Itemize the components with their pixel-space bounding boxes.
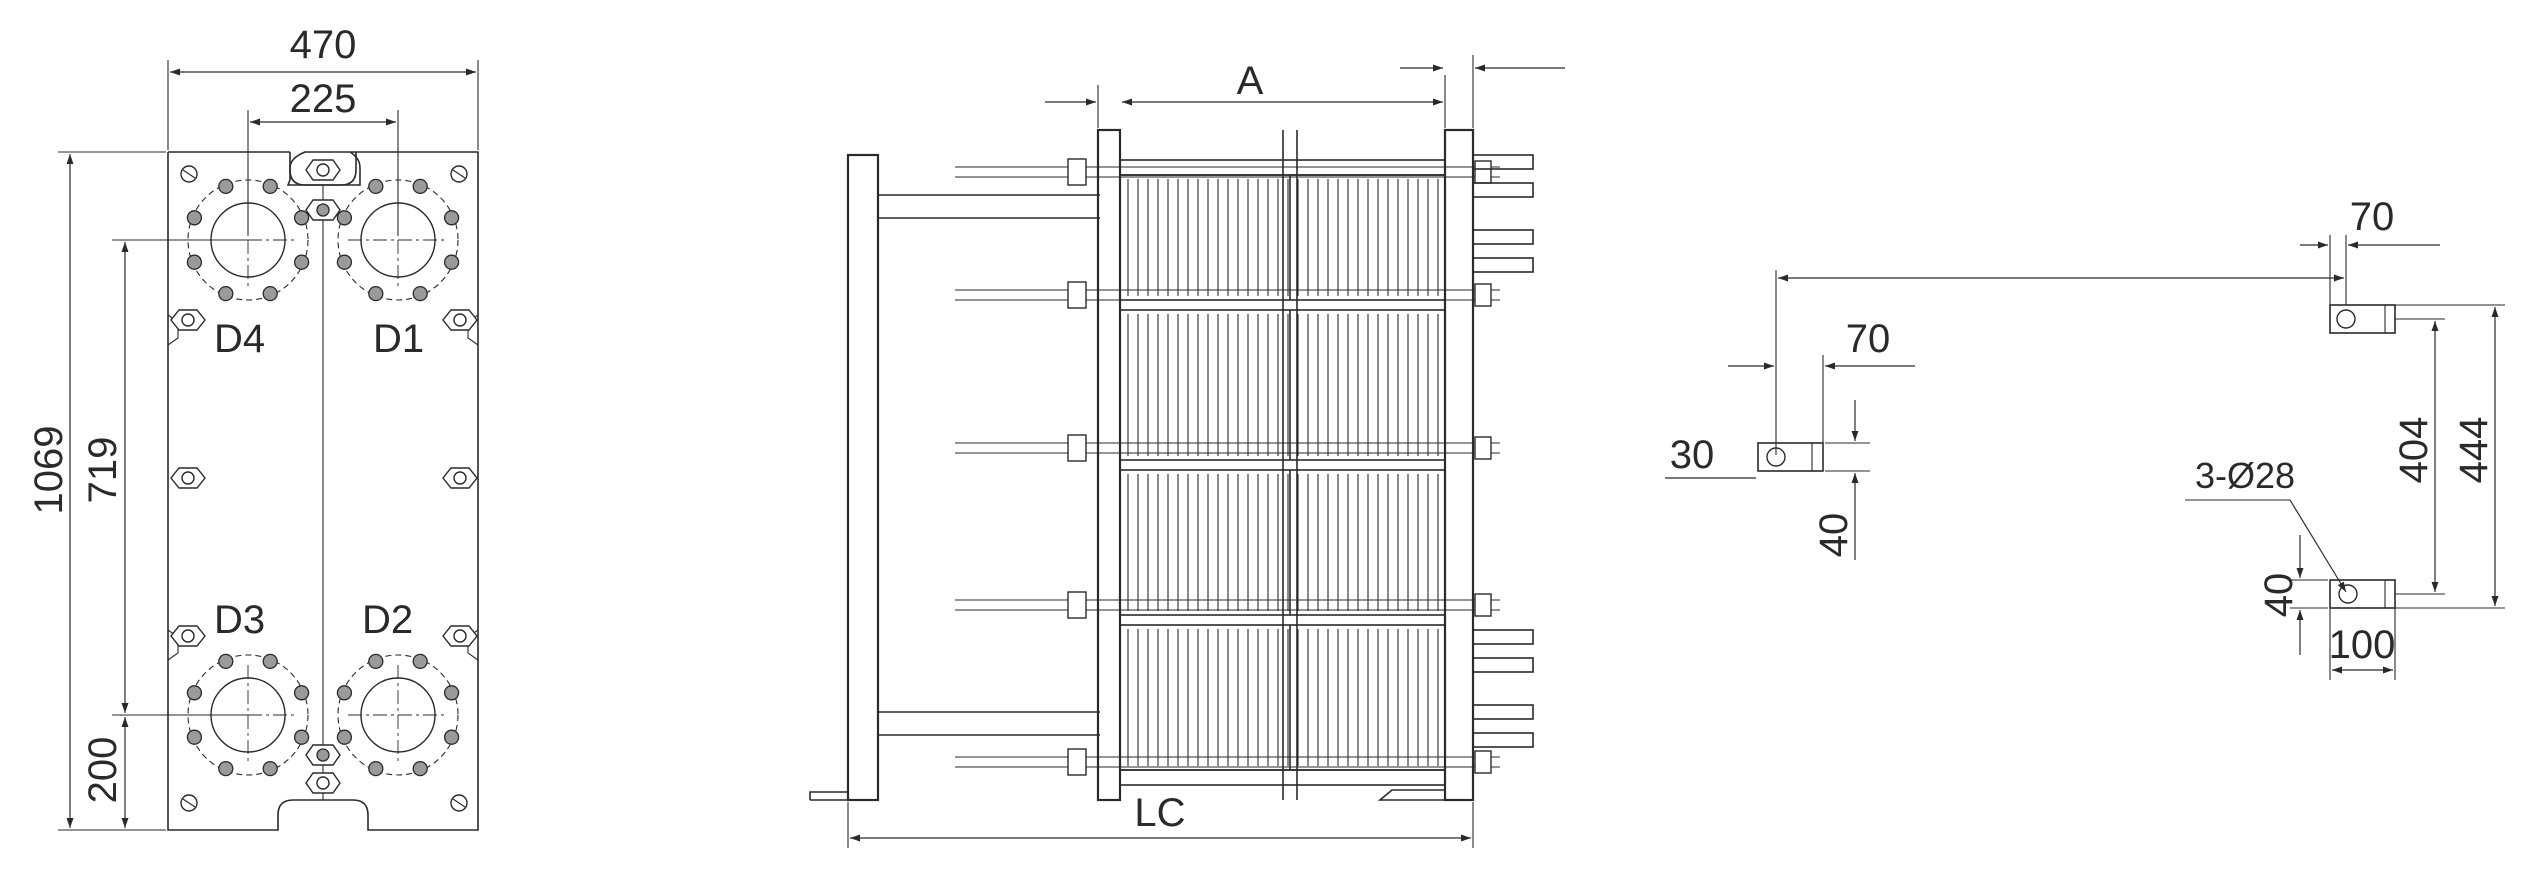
- foot-view: 70 70 30 40 404 444 3-Ø28 40: [1665, 195, 2505, 680]
- tie-bolt-icon: [170, 309, 206, 331]
- tie-bolt-icon: [305, 744, 341, 766]
- tie-bolt-icon: [305, 159, 341, 181]
- dim-pressure-plate-a: A: [1237, 59, 1264, 103]
- flange-bolt-icon: [412, 178, 428, 195]
- flange-bolt-icon: [262, 653, 278, 670]
- nut-icon: [1474, 593, 1492, 617]
- port-flange-icon: [336, 653, 460, 777]
- flange-bolt-icon: [293, 729, 310, 745]
- hole-spec-label: 3-Ø28: [2195, 455, 2295, 496]
- anchor-slot-left: [1757, 442, 1824, 472]
- flange-bolt-icon: [218, 285, 234, 302]
- flange-bolt-icon: [412, 285, 428, 302]
- tie-bolt-icon: [170, 467, 206, 489]
- flange-bolt-icon: [443, 254, 460, 270]
- flange-bolt-icon: [368, 760, 384, 777]
- tie-bolt-icon: [305, 772, 341, 794]
- flange-bolt-icon: [368, 178, 384, 195]
- port-label-d4: D4: [214, 317, 265, 361]
- side-view: A LC: [809, 55, 1565, 848]
- flange-bolt-icon: [262, 285, 278, 302]
- dim-left-slot-offset: 30: [1670, 433, 1715, 477]
- dim-top-slot-width: 70: [2350, 195, 2395, 239]
- tie-bolt-icon: [442, 625, 478, 647]
- inner-plate: [1096, 128, 1122, 802]
- dim-overall-length-lc: LC: [1134, 791, 1185, 835]
- flange-bolt-icon: [218, 653, 234, 670]
- tie-bolt-icon: [305, 199, 341, 221]
- port-label-d3: D3: [214, 598, 265, 642]
- flange-bolt-icon: [368, 653, 384, 670]
- nut-icon: [1067, 158, 1087, 186]
- port-label-d2: D2: [362, 598, 413, 642]
- flange-bolt-icon: [186, 210, 203, 226]
- dim-left-slot-width: 70: [1846, 317, 1891, 361]
- frame-plate-outline: [167, 151, 479, 831]
- dim-overall-height: 1069: [27, 426, 71, 515]
- flange-bolt-icon: [218, 178, 234, 195]
- dim-bottom-port: 200: [81, 737, 125, 804]
- port-flange-icon: [186, 653, 310, 777]
- flange-bolt-icon: [336, 685, 353, 701]
- port-flange-icon: [336, 178, 460, 302]
- tie-bolt-icon: [170, 625, 206, 647]
- port-label-d1: D1: [373, 317, 424, 361]
- flange-bolt-icon: [186, 729, 203, 745]
- flange-bolt-icon: [412, 653, 428, 670]
- flange-bolt-icon: [262, 178, 278, 195]
- nut-icon: [1474, 436, 1492, 460]
- nut-icon: [1474, 283, 1492, 307]
- flange-bolt-icon: [186, 685, 203, 701]
- flange-bolt-icon: [336, 210, 353, 226]
- dim-left-slot-height: 40: [1812, 513, 1856, 558]
- dim-inner-spacing: 404: [2392, 417, 2436, 484]
- tie-rod: [955, 158, 1500, 186]
- flange-bolt-icon: [443, 210, 460, 226]
- flange-bolt-icon: [336, 254, 353, 270]
- flange-bolt-icon: [443, 685, 460, 701]
- plate-pack-block: [1119, 174, 1446, 301]
- tie-rod: [955, 281, 1500, 309]
- flange-bolt-icon: [293, 210, 310, 226]
- flange-bolt-icon: [262, 760, 278, 777]
- tie-rod: [955, 748, 1500, 776]
- dim-bottom-slot-width: 100: [2329, 623, 2396, 667]
- tie-rod: [955, 434, 1500, 462]
- flange-bolt-icon: [186, 254, 203, 270]
- anchor-hole-icon: [2336, 309, 2356, 329]
- flange-bolt-icon: [368, 285, 384, 302]
- tie-bolt-icon: [442, 467, 478, 489]
- dim-port-vertical: 719: [81, 437, 125, 504]
- nut-icon: [1067, 748, 1087, 776]
- flange-bolt-icon: [443, 729, 460, 745]
- fixed-frame-plate: [846, 153, 880, 802]
- nut-icon: [1067, 434, 1087, 462]
- dim-overall-width: 470: [290, 23, 357, 67]
- anchor-hole-icon: [2338, 584, 2358, 604]
- flange-bolt-icon: [293, 685, 310, 701]
- tie-bolt-icon: [442, 309, 478, 331]
- pressure-plate: [1443, 128, 1475, 802]
- nut-icon: [1067, 591, 1087, 619]
- flange-bolt-icon: [412, 760, 428, 777]
- flange-bolt-icon: [293, 254, 310, 270]
- nut-icon: [1474, 160, 1492, 184]
- nut-icon: [1474, 750, 1492, 774]
- nut-icon: [1067, 281, 1087, 309]
- tie-rod: [955, 591, 1500, 619]
- dim-outer-spacing: 444: [2452, 417, 2496, 484]
- flange-bolt-icon: [218, 760, 234, 777]
- dim-bottom-slot-height: 40: [2257, 573, 2301, 618]
- dim-port-spacing: 225: [290, 77, 357, 121]
- front-view: D4 D1 D3 D2 470 225 1069 719 200: [27, 23, 479, 831]
- flange-bolt-icon: [336, 729, 353, 745]
